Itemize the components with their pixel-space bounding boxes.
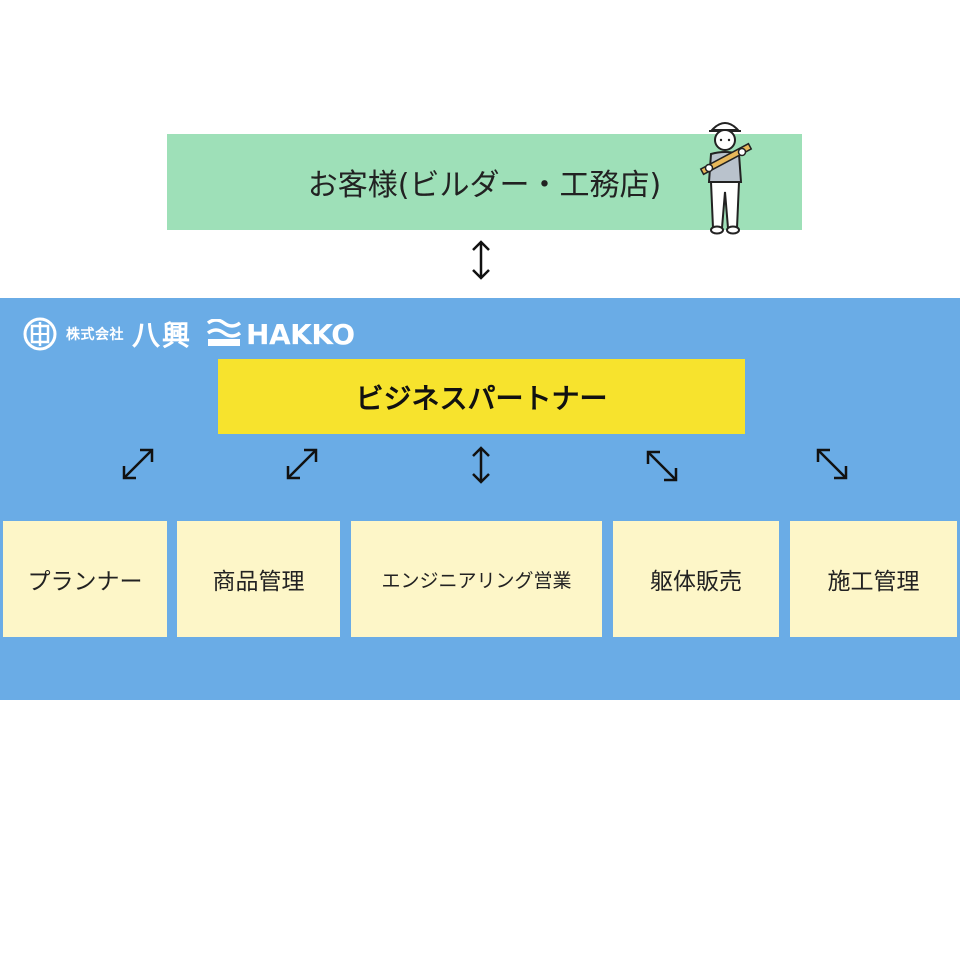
diagonal-arrow-icon [122, 448, 154, 480]
logo-corporate-type: 株式会社 [66, 327, 124, 343]
logo-name-jp: 八興 [132, 319, 193, 352]
diagonal-arrow-icon [646, 450, 678, 482]
company-panel: 株式会社 八興 HAKKO ビジネスパートナー プランナー 商品管理 エ [0, 298, 960, 700]
dept-box-engineering-sales: エンジニアリング営業 [351, 521, 602, 637]
bidirectional-arrow-icon [472, 446, 490, 484]
company-emblem-icon [23, 317, 57, 351]
customer-label: お客様(ビルダー・工務店) [307, 168, 662, 203]
dept-box-construction-management: 施工管理 [790, 521, 957, 637]
company-logo: 株式会社 八興 HAKKO [22, 314, 355, 354]
dept-box-product-management: 商品管理 [177, 521, 340, 637]
wave-logo-icon [206, 319, 242, 346]
logo-name-en: HAKKO [246, 317, 355, 351]
construction-worker-icon [699, 122, 753, 235]
dept-box-planner: プランナー [3, 521, 167, 637]
diagonal-arrow-icon [816, 448, 848, 480]
customer-box: お客様(ビルダー・工務店) [167, 122, 802, 235]
dept-box-frame-sales: 躯体販売 [613, 521, 779, 637]
bidirectional-arrow-icon [472, 240, 490, 280]
business-partner-box: ビジネスパートナー [218, 359, 745, 434]
diagonal-arrow-icon [286, 448, 318, 480]
